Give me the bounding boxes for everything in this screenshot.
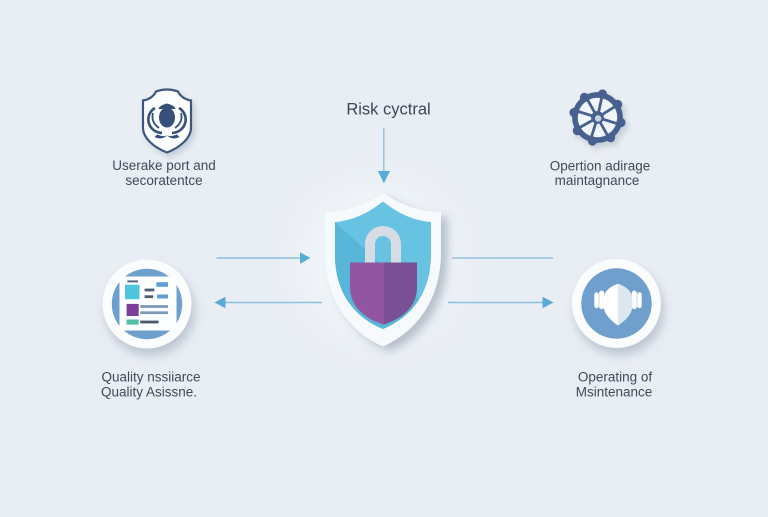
svg-text:Opertion adirage: Opertion adirage	[550, 158, 651, 173]
svg-text:secoratentce: secoratentce	[125, 173, 202, 188]
svg-text:maintagnance: maintagnance	[555, 173, 640, 188]
svg-text:Risk cyctral: Risk cyctral	[346, 101, 430, 119]
svg-text:Userake port and: Userake port and	[112, 158, 216, 173]
svg-text:Msintenance: Msintenance	[576, 384, 653, 399]
svg-text:Operating of: Operating of	[578, 370, 653, 385]
svg-text:Quality nssiiarce: Quality nssiiarce	[101, 370, 200, 385]
svg-text:Quality Asissne.: Quality Asissne.	[101, 384, 197, 399]
